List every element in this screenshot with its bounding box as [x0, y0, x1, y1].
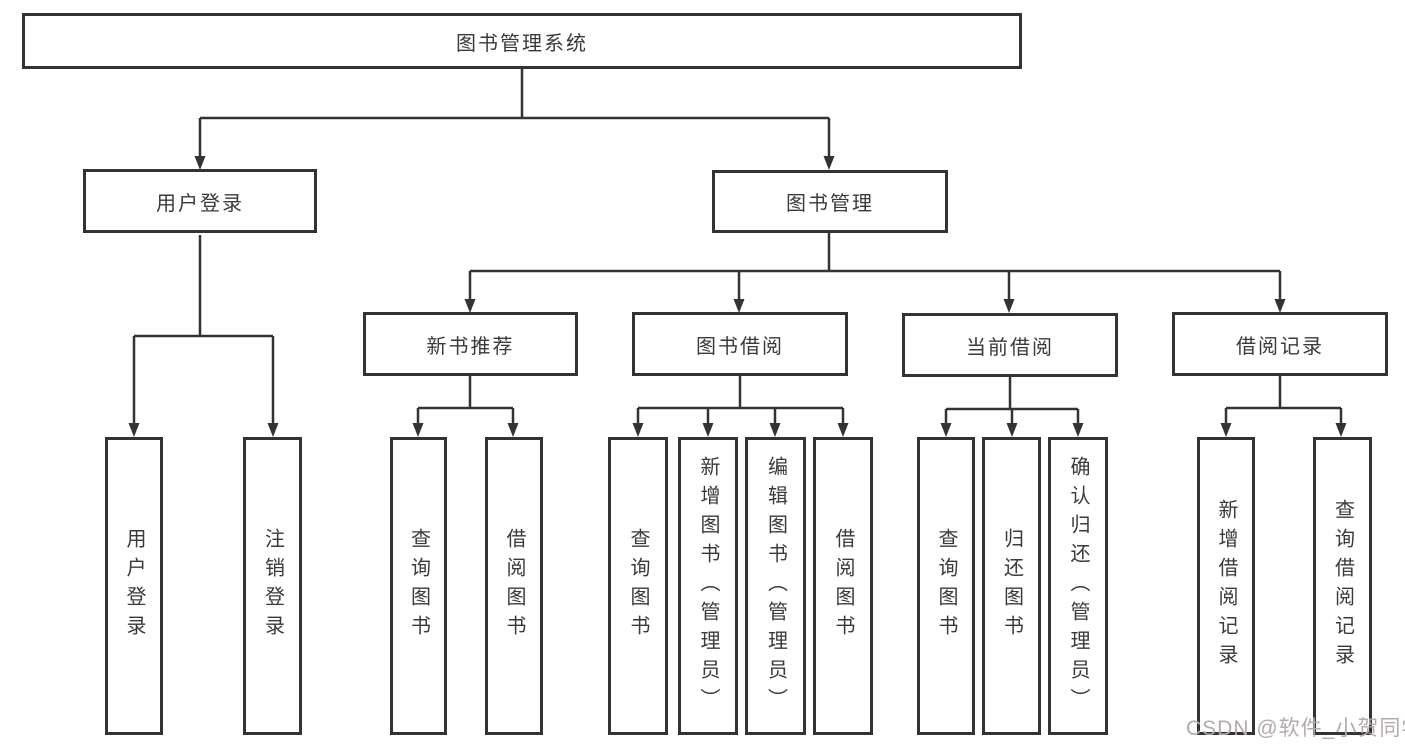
node-current-borrow: 当前借阅 [902, 313, 1118, 377]
leaf-query-borrow-record-label: 查询借阅记录 [1331, 499, 1354, 673]
connector-paths [132, 69, 1343, 425]
node-user-login-label: 用户登录 [156, 192, 244, 215]
leaf-newbook-borrow-books-label: 借阅图书 [503, 528, 525, 644]
node-new-book-recommend-label: 新书推荐 [426, 335, 515, 358]
arrowheads [128, 156, 1347, 437]
leaf-borrow-books: 借阅图书 [813, 437, 873, 735]
leaf-current-query-books: 查询图书 [917, 437, 975, 735]
leaf-return-books-label: 归还图书 [1000, 528, 1023, 644]
csdn-watermark: CSDN @软件_小贺同学 [1186, 717, 1405, 740]
node-book-borrow: 图书借阅 [632, 312, 848, 376]
node-book-management: 图书管理 [712, 170, 948, 233]
leaf-newbook-borrow-books: 借阅图书 [485, 437, 543, 735]
leaf-borrow-query-books-label: 查询图书 [627, 528, 649, 644]
leaf-logout-label: 注销登录 [261, 528, 284, 644]
leaf-add-books-admin: 新增图书（管理员） [678, 437, 738, 735]
leaf-user-login: 用户登录 [105, 437, 163, 735]
node-user-login: 用户登录 [83, 169, 317, 233]
node-borrow-record-label: 借阅记录 [1236, 335, 1324, 358]
node-book-management-label: 图书管理 [786, 193, 874, 215]
leaf-add-borrow-record: 新增借阅记录 [1197, 437, 1255, 735]
node-current-borrow-label: 当前借阅 [966, 336, 1054, 359]
leaf-newbook-query-books-label: 查询图书 [407, 528, 430, 644]
node-borrow-record: 借阅记录 [1172, 312, 1388, 376]
leaf-borrow-books-label: 借阅图书 [832, 528, 854, 644]
node-root-label: 图书管理系统 [456, 32, 588, 55]
node-new-book-recommend: 新书推荐 [363, 312, 578, 376]
leaf-query-borrow-record: 查询借阅记录 [1313, 437, 1372, 735]
leaf-add-books-admin-label: 新增图书（管理员） [697, 455, 719, 717]
leaf-add-borrow-record-label: 新增借阅记录 [1215, 499, 1237, 673]
node-book-borrow-label: 图书借阅 [696, 335, 784, 358]
leaf-borrow-query-books: 查询图书 [608, 437, 668, 735]
leaf-edit-books-admin-label: 编辑图书（管理员） [764, 455, 787, 717]
leaf-logout: 注销登录 [243, 437, 302, 735]
leaf-newbook-query-books: 查询图书 [390, 437, 447, 735]
leaf-edit-books-admin: 编辑图书（管理员） [745, 437, 806, 735]
leaf-return-books: 归还图书 [982, 437, 1041, 735]
leaf-confirm-return-admin-label: 确认归还（管理员） [1067, 455, 1089, 717]
leaf-current-query-books-label: 查询图书 [935, 528, 957, 644]
leaf-user-login-label: 用户登录 [123, 528, 145, 644]
node-root: 图书管理系统 [22, 13, 1022, 69]
leaf-confirm-return-admin: 确认归还（管理员） [1048, 437, 1108, 735]
